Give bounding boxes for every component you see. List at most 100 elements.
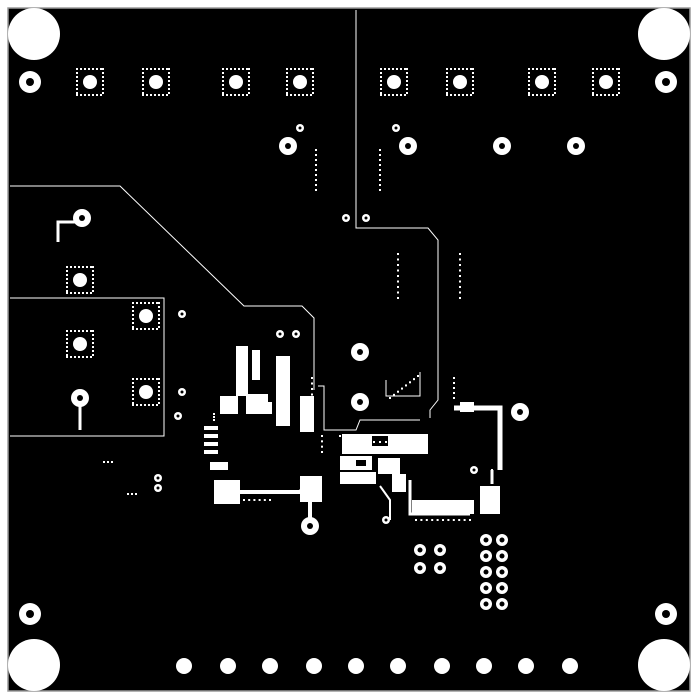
- via-ring-icon: [19, 71, 41, 93]
- component-pad-g: [300, 396, 314, 432]
- via-ring-icon: [655, 71, 677, 93]
- via-icon: [292, 330, 300, 338]
- thermal-pad-icon: [132, 378, 160, 406]
- via-icon: [392, 124, 400, 132]
- component-pad-o: [460, 402, 474, 412]
- header-pin-icon: [496, 566, 508, 578]
- via-icon: [154, 484, 162, 492]
- through-hole-pad-icon: [279, 137, 297, 155]
- mounting-hole-icon: [8, 8, 60, 60]
- component-pad-q: [412, 500, 474, 514]
- header-pin-icon: [480, 550, 492, 562]
- through-hole-pad-icon: [71, 389, 89, 407]
- pad-cutout-b: [356, 460, 366, 466]
- corner-holes: [8, 8, 690, 691]
- header-pin-icon: [496, 582, 508, 594]
- via-ring-icon: [19, 603, 41, 625]
- thermal-pad-icon: [380, 68, 408, 96]
- through-hole-pad-icon: [493, 137, 511, 155]
- component-pad-s3: [204, 442, 218, 446]
- header-pins: [480, 534, 508, 610]
- component-pad-n: [392, 474, 406, 492]
- header-pin-icon: [480, 566, 492, 578]
- thermal-pad-icon: [446, 68, 474, 96]
- large-round-pads: [71, 137, 585, 535]
- trace-outline-b: [318, 385, 420, 431]
- vias: [154, 124, 478, 524]
- pour-boundary-left-block: [10, 297, 165, 437]
- component-pad-s2: [204, 434, 218, 438]
- component-pad-h: [214, 480, 240, 504]
- via-ring-icon: [655, 603, 677, 625]
- component-pad-d: [220, 396, 238, 414]
- through-hole-pad-icon: [176, 658, 192, 674]
- component-pad-m: [340, 472, 376, 484]
- thermal-pad-icon: [66, 330, 94, 358]
- component-pad-a: [236, 346, 248, 396]
- component-pad-l: [378, 458, 400, 474]
- board-outline: [7, 7, 691, 692]
- through-hole-pad-icon: [511, 403, 529, 421]
- bottom-connector-row: [176, 658, 578, 674]
- component-pad-c: [276, 356, 290, 426]
- via-icon: [174, 412, 182, 420]
- thermal-pad-icon: [286, 68, 314, 96]
- through-hole-pad-icon: [434, 658, 450, 674]
- thermal-pad-icon: [142, 68, 170, 96]
- header-pin-icon: [480, 598, 492, 610]
- through-hole-pad-icon: [518, 658, 534, 674]
- via-icon: [296, 124, 304, 132]
- component-pad-s4: [204, 450, 218, 454]
- via-icon: [382, 516, 390, 524]
- component-pads: [204, 346, 500, 514]
- header-pin-icon: [414, 562, 426, 574]
- header-pin-icon: [434, 562, 446, 574]
- component-pad-p: [480, 486, 500, 514]
- thermal-pad-icon: [528, 68, 556, 96]
- header-pin-icon: [480, 582, 492, 594]
- mounting-hole-icon: [8, 639, 60, 691]
- header-pin-icon: [496, 550, 508, 562]
- via-icon: [362, 214, 370, 222]
- header-pin-icon: [480, 534, 492, 546]
- copper-pour-outlines: [10, 10, 439, 437]
- component-pad-b: [252, 350, 260, 380]
- through-hole-pad-icon: [262, 658, 278, 674]
- component-pad-s1: [204, 426, 218, 430]
- pour-boundary-upper-left: [10, 185, 315, 390]
- via-icon: [154, 474, 162, 482]
- trace-left-top: [56, 220, 80, 242]
- via-icon: [276, 330, 284, 338]
- thermal-pad-icon: [592, 68, 620, 96]
- through-hole-pad-icon: [348, 658, 364, 674]
- trace-center-diag: [379, 485, 391, 520]
- trace-outline-a: [385, 372, 421, 397]
- header-pin-icon: [496, 598, 508, 610]
- component-pad-i: [300, 476, 322, 502]
- mounting-hole-icon: [638, 639, 690, 691]
- via-icon: [470, 466, 478, 474]
- through-hole-pad-icon: [220, 658, 236, 674]
- component-pad-f: [262, 402, 272, 414]
- stitching-dots: [103, 149, 493, 521]
- through-hole-pad-icon: [351, 343, 369, 361]
- thermal-pad-icon: [76, 68, 104, 96]
- header-pin-icon: [496, 534, 508, 546]
- thermal-pad-icon: [132, 302, 160, 330]
- through-hole-pad-icon: [562, 658, 578, 674]
- through-hole-pad-icon: [476, 658, 492, 674]
- via-icon: [342, 214, 350, 222]
- thermal-pad-icon: [66, 266, 94, 294]
- through-hole-pad-icon: [306, 658, 322, 674]
- mounting-pads: [19, 71, 677, 625]
- through-hole-pad-icon: [567, 137, 585, 155]
- through-hole-pad-icon: [399, 137, 417, 155]
- net-boundary-vertical: [355, 10, 439, 418]
- through-hole-pad-icon: [351, 393, 369, 411]
- via-icon: [178, 388, 186, 396]
- header-pin-icon: [434, 544, 446, 556]
- small-header-pins: [414, 544, 446, 574]
- component-pad-r: [210, 462, 228, 470]
- mounting-hole-icon: [638, 8, 690, 60]
